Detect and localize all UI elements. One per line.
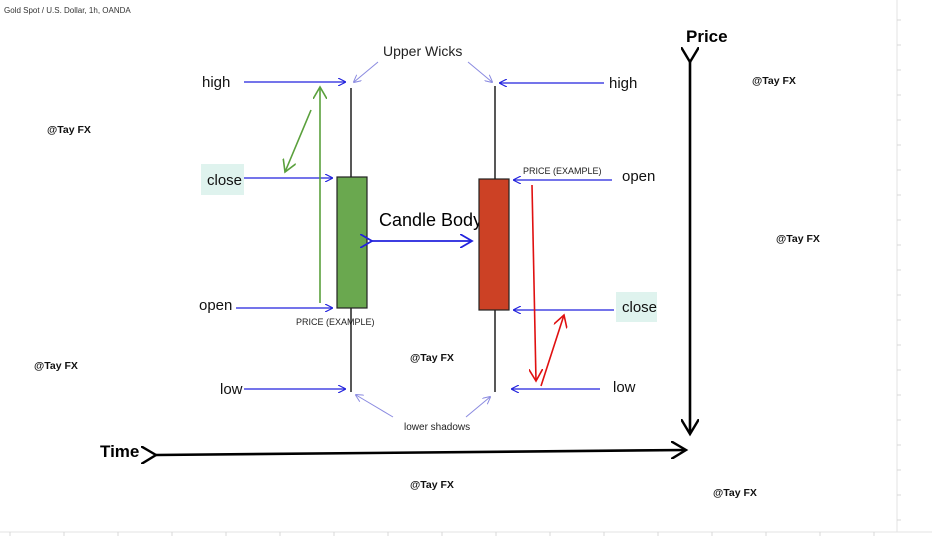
bullish-candle-body <box>336 176 368 309</box>
watermark: @Tay FX <box>410 352 454 364</box>
bearish-open-label: open <box>622 168 655 185</box>
watermark: @Tay FX <box>752 75 796 87</box>
bearish-candle <box>478 86 510 392</box>
bullish-open-label: open <box>199 297 232 314</box>
chart-header-symbol: Gold Spot / U.S. Dollar, 1h, OANDA <box>4 6 131 15</box>
bullish-candle <box>336 88 368 392</box>
price-scale-ticks <box>897 19 901 521</box>
bullish-close-label: close <box>207 172 242 189</box>
lower-shadow-pointer-left <box>356 395 394 418</box>
price-axis-title: Price <box>686 27 728 46</box>
upper-wick-pointer-right <box>467 61 492 82</box>
bullish-close-highlight <box>201 164 244 195</box>
watermark: @Tay FX <box>776 233 820 245</box>
lower-shadows-label: lower shadows <box>404 422 470 433</box>
bearish-close-highlight <box>616 292 657 322</box>
time-scale-ticks <box>9 532 875 536</box>
bearish-move-up-arrow <box>540 315 564 387</box>
bearish-price-example: PRICE (EXAMPLE) <box>523 166 602 176</box>
lower-shadow-pointer-right <box>465 397 490 418</box>
bullish-high-label: high <box>202 74 230 91</box>
bearish-high-label: high <box>609 75 637 92</box>
bearish-close-label: close <box>622 299 657 316</box>
bullish-low-label: low <box>220 381 243 398</box>
bearish-candle-body <box>478 178 510 311</box>
upper-wick-pointer-left <box>354 61 379 82</box>
watermark: @Tay FX <box>47 124 91 136</box>
bullish-price-example: PRICE (EXAMPLE) <box>296 317 375 327</box>
watermark: @Tay FX <box>410 479 454 491</box>
watermark: @Tay FX <box>713 487 757 499</box>
time-axis-title: Time <box>100 442 139 461</box>
bullish-move-down-arrow <box>285 109 312 172</box>
upper-wicks-label: Upper Wicks <box>383 43 462 59</box>
watermark: @Tay FX <box>34 360 78 372</box>
time-axis-arrow <box>156 450 686 455</box>
candle-body-label: Candle Body <box>379 210 482 230</box>
bearish-low-label: low <box>613 379 636 396</box>
bearish-move-down-arrow <box>532 184 536 381</box>
